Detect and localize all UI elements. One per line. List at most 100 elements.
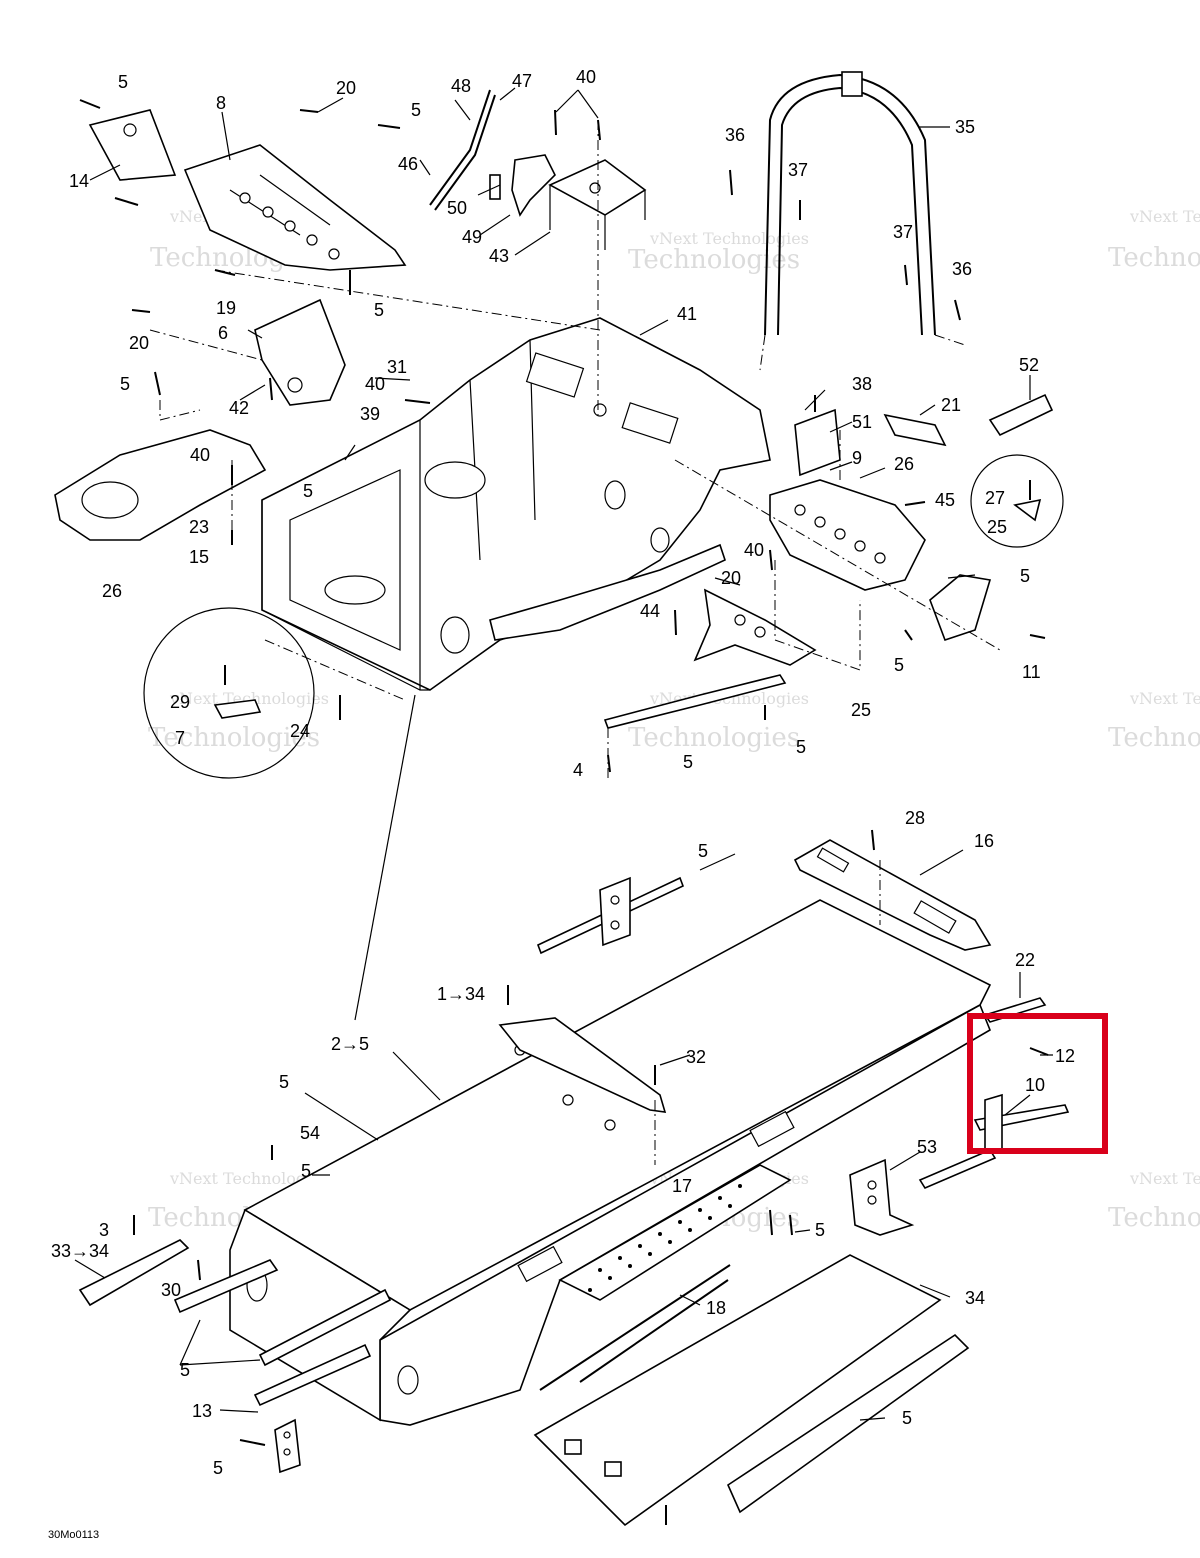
part-4-cutout (816, 847, 850, 873)
part-3-rail (539, 1264, 731, 1391)
part-12-lower-rail (918, 1148, 997, 1190)
callout-label: 34 (965, 1288, 985, 1308)
assembly-line (759, 334, 966, 371)
callout-label: 5 (796, 737, 806, 757)
callout-label: 4 (573, 760, 583, 780)
callout-label: 21 (941, 395, 961, 415)
watermark-text: vNext Technologies (1129, 1169, 1200, 1188)
callout-label: 9 (852, 448, 862, 468)
watermark-text: vNext Technologies (169, 1169, 329, 1188)
callout-label: 5 (902, 1408, 912, 1428)
callout-label: 45 (935, 490, 955, 510)
leader-line (354, 694, 416, 1021)
tunnel-front-end (229, 1208, 412, 1422)
detail-circle-left (143, 607, 315, 779)
part-8-hole (306, 234, 318, 246)
callout-label: 43 (489, 246, 509, 266)
part-6-hole (287, 377, 303, 393)
callout-label: 46 (398, 154, 418, 174)
watermark-text: vNext Technologies (1129, 689, 1200, 708)
drawing-code: 30Mo0113 (48, 1529, 99, 1541)
callout-label: 20 (336, 78, 356, 98)
part-51-plate (988, 393, 1054, 437)
callout-label: 13 (192, 1401, 212, 1421)
part-8-hole (328, 248, 340, 260)
assembly-line (264, 639, 406, 701)
part-43-legs (549, 185, 646, 250)
part-9-hole (794, 504, 806, 516)
frame-top-cutout (621, 402, 679, 444)
part-17-rail (78, 1239, 190, 1307)
part-9-bracket (769, 479, 926, 591)
callout-label: 5 (683, 752, 693, 772)
part-49-clip (511, 154, 556, 217)
lower-tunnel-assembly (78, 829, 1070, 1527)
callout-label: 14 (69, 171, 89, 191)
callout-label: 40 (190, 445, 210, 465)
callout-label: 22 (1015, 950, 1035, 970)
callout-label: 30 (161, 1280, 181, 1300)
callout-label: 53 (917, 1137, 937, 1157)
watermark-group: vNext Technologies Technologies vNext Te… (148, 207, 1200, 1233)
callout-label: 28 (905, 808, 925, 828)
part-11-bracket (599, 876, 631, 947)
tunnel-cutout (517, 1245, 563, 1283)
part-30-rail-lower (258, 1288, 392, 1367)
assembly-line (774, 560, 861, 671)
highlight-box (967, 1013, 1108, 1154)
callout-label: 26 (102, 581, 122, 601)
part-16-bracket (498, 1017, 667, 1113)
part-35-hoop (764, 73, 936, 336)
callout-label: 47 (512, 71, 532, 91)
part-33-stud (604, 1461, 622, 1477)
part-15-bracket (929, 574, 992, 642)
callout-label: 29 (170, 692, 190, 712)
part-47-seal-strip-edge (434, 94, 496, 211)
callout-label: 40 (576, 67, 596, 87)
callout-label: 50 (447, 198, 467, 218)
part-23-hole (81, 481, 139, 519)
part-44-detail (213, 699, 262, 719)
assembly-line (159, 400, 201, 421)
callout-label: 10 (1025, 1075, 1045, 1095)
watermark-text: Technologies (1108, 723, 1200, 753)
part-30-rail-upper (173, 1259, 279, 1314)
callout-label: 5 (303, 481, 313, 501)
part-13-hole (283, 1448, 291, 1456)
callout-label: 33→34 (51, 1241, 109, 1261)
tunnel-side-panel (379, 1003, 991, 1426)
callout-label: 20 (721, 568, 741, 588)
callout-label: 41 (677, 304, 697, 324)
part-34-bar (726, 1333, 970, 1514)
callout-label: 54 (300, 1123, 320, 1143)
callout-label: 5 (118, 72, 128, 92)
callout-label: 42 (229, 398, 249, 418)
frame-side-hole (650, 527, 670, 553)
part-11-hole (610, 895, 620, 905)
callout-label: 12 (1055, 1046, 1075, 1066)
callout-label: 26 (894, 454, 914, 474)
part-10-bracket (849, 1158, 915, 1236)
callout-label: 18 (706, 1298, 726, 1318)
part-10-hole (867, 1180, 877, 1190)
callout-label: 32 (686, 1047, 706, 1067)
part-9-hole (854, 540, 866, 552)
callout-label: 24 (290, 721, 310, 741)
callout-label: 6 (218, 323, 228, 343)
part-7-hole (734, 614, 746, 626)
callout-label: 16 (974, 831, 994, 851)
callout-label: 37 (788, 160, 808, 180)
front-frame-bulkhead (289, 469, 401, 651)
part-33-stud (564, 1439, 582, 1455)
part-10-hole (867, 1195, 877, 1205)
frame-side-hole (604, 480, 626, 510)
callout-labels: 5 20 48 47 40 8 5 14 46 36 35 37 50 49 4… (51, 67, 1075, 1478)
frame-top-cutout (525, 352, 585, 398)
part-4-cutout (913, 900, 957, 934)
front-bumper-tube (489, 543, 726, 641)
part-8-hole (284, 220, 296, 232)
part-9-hole (834, 528, 846, 540)
fastener-group (133, 829, 1049, 1525)
